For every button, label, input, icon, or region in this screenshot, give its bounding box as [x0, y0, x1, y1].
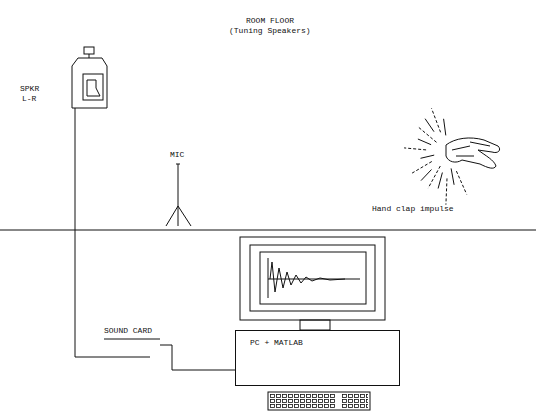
sound-card-label: SOUND CARD — [104, 326, 152, 336]
speaker-label: L-R — [22, 94, 36, 104]
computer-box: PC + MATLAB — [235, 330, 400, 386]
burst-line — [418, 139, 431, 145]
sound-card-wire — [160, 345, 235, 370]
speaker-label: SPKR — [20, 84, 39, 94]
keyboard-keypad — [342, 394, 368, 409]
monitor-symbol — [240, 237, 385, 330]
burst-line — [432, 108, 441, 132]
subtitle: (Tuning Speakers) — [229, 26, 311, 36]
floor-line — [0, 230, 536, 231]
keyboard-outline — [268, 392, 370, 410]
microphone-symbol — [166, 164, 191, 226]
diagram-title: ROOM FLOOR — [246, 16, 294, 26]
burst-line — [446, 178, 447, 204]
impulse-label: Hand clap impulse — [372, 204, 454, 214]
burst-line — [456, 171, 466, 194]
hand-clap-figure — [404, 108, 500, 204]
burst-line — [421, 170, 432, 181]
burst-line — [404, 148, 426, 150]
burst-line — [412, 162, 432, 174]
box-text: PC + MATLAB — [250, 338, 303, 348]
burst-line — [444, 119, 446, 136]
keyboard-keys — [270, 394, 336, 409]
mic-label: MIC — [170, 150, 184, 160]
speaker-symbol — [72, 47, 107, 108]
burst-line — [438, 173, 442, 189]
speaker-wire — [75, 108, 150, 357]
sound-card-line — [104, 339, 160, 340]
burst-line — [425, 119, 434, 132]
burst-line — [428, 166, 440, 188]
burst-line — [451, 168, 454, 184]
burst-line — [421, 155, 435, 158]
